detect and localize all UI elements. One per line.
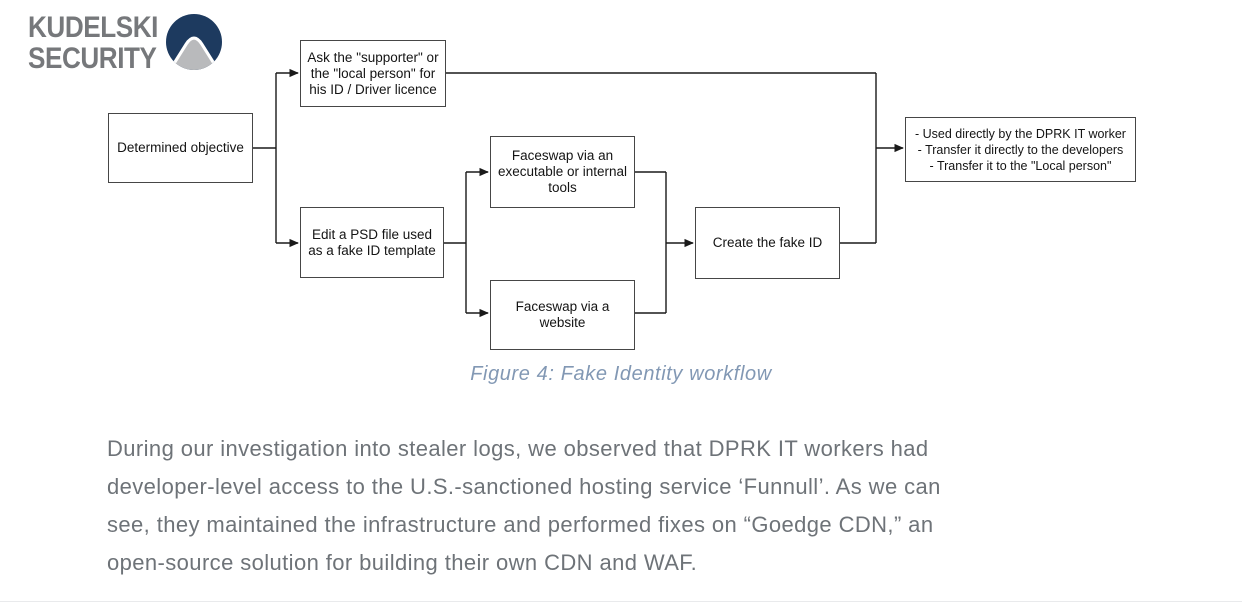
figure-caption: Figure 4: Fake Identity workflow xyxy=(470,363,772,385)
logo-wordmark: KUDELSKI SECURITY xyxy=(28,12,158,74)
flow-box-edit-psd-template: Edit a PSD file used as a fake ID templa… xyxy=(300,207,444,278)
logo-word-security: SECURITY xyxy=(28,42,157,75)
flow-box-faceswap-website: Faceswap via a website xyxy=(490,280,635,350)
flow-box-create-fake-id: Create the fake ID xyxy=(695,207,840,279)
kudelski-mountain-icon xyxy=(166,14,222,70)
flow-box-fake-id-outcomes: - Used directly by the DPRK IT worker - … xyxy=(905,117,1136,182)
body-paragraph: During our investigation into stealer lo… xyxy=(107,436,941,575)
flow-box-ask-supporter-id: Ask the "supporter" or the "local person… xyxy=(300,40,446,107)
flow-box-faceswap-executable: Faceswap via an executable or internal t… xyxy=(490,136,635,208)
logo-word-kudelski: KUDELSKI xyxy=(28,11,158,44)
bottom-divider xyxy=(0,601,1242,602)
kudelski-security-logo: KUDELSKI SECURITY xyxy=(28,12,222,74)
flow-box-determined-objective: Determined objective xyxy=(108,113,253,183)
